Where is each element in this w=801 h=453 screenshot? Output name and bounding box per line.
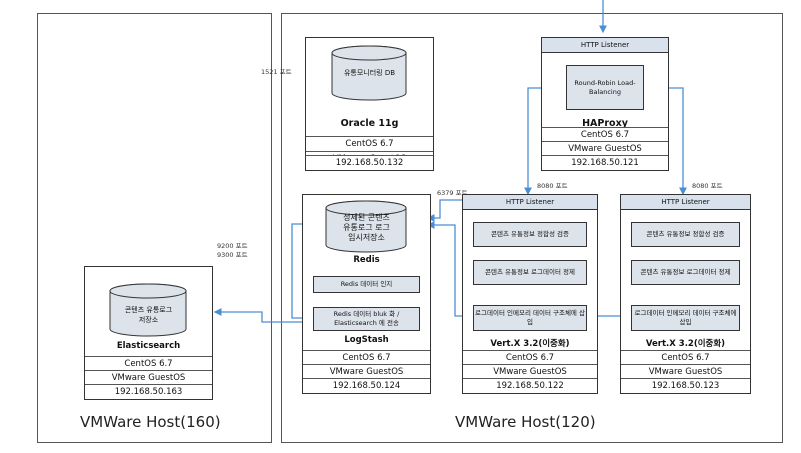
elastic-port-9200: 9200 포트	[217, 242, 248, 250]
haproxy-balancer-box: Round-Robin Load-Balancing	[566, 65, 644, 110]
logstash-title: LogStash	[344, 335, 389, 345]
redis-db-line1: 정제된 콘텐츠	[343, 213, 390, 222]
vertx1-http-listener: HTTP Listener	[463, 195, 597, 210]
oracle-port-label: 1521 포트	[261, 68, 292, 76]
redis-step-bulk: Redis 데이터 bluk 화 / Elasticsearch 에 전송	[313, 307, 420, 331]
vertx2-title: Vert.X 3.2(이중화)	[645, 339, 726, 349]
storage-database-icon	[109, 283, 187, 337]
arrow-logstash-to-elastic	[213, 308, 312, 323]
vertx2-ip: 192.168.50.123	[621, 378, 750, 393]
vertx2-guest: VMware GuestOS	[621, 364, 750, 379]
elastic-guest: VMware GuestOS	[85, 370, 212, 385]
vertx1-step-refine: 콘텐츠 유통정보 로그데이터 정제	[473, 260, 587, 285]
vertx2-node: HTTP Listener 콘텐츠 유통정보 정합성 검증 콘텐츠 유통정보 로…	[620, 194, 751, 394]
redis-port-label: 6379 포트	[437, 189, 468, 197]
vertx2-port-label: 8080 포트	[692, 182, 723, 190]
vertx2-os: CentOS 6.7	[621, 350, 750, 365]
haproxy-title: HAProxy	[582, 118, 628, 129]
vertx1-port-label: 8080 포트	[537, 182, 568, 190]
oracle-title: Oracle 11g	[340, 118, 399, 129]
redis-db-line3: 임시저장소	[348, 233, 385, 242]
vertx1-guest: VMware GuestOS	[463, 364, 597, 379]
elastic-port-9300: 9300 포트	[217, 251, 248, 259]
host-160-label: VMWare Host(160)	[80, 413, 221, 431]
elastic-os: CentOS 6.7	[85, 356, 212, 371]
haproxy-os: CentOS 6.7	[542, 127, 668, 142]
vertx1-step-insert: 로그데이터 인메모리 데이터 구조체에 삽입	[473, 305, 587, 331]
elasticsearch-node: 콘텐츠 유통로그 저장소 Elasticsearch CentOS 6.7 VM…	[84, 266, 213, 400]
vertx1-node: HTTP Listener 콘텐츠 유통정보 정합성 검증 콘텐츠 유통정보 로…	[462, 194, 598, 394]
vertx2-step-refine: 콘텐츠 유통정보 로그데이터 정제	[631, 260, 740, 285]
oracle-os: CentOS 6.7	[306, 136, 433, 151]
haproxy-ip: 192.168.50.121	[542, 155, 668, 170]
vertx2-step-validate: 콘텐츠 유통정보 정합성 검증	[631, 222, 740, 247]
redis-db-line2: 유통로그 로그	[343, 223, 390, 232]
haproxy-guest: VMware GuestOS	[542, 141, 668, 156]
database-icon	[331, 45, 407, 101]
elastic-ip: 192.168.50.163	[85, 384, 212, 399]
oracle-db-label: 유통모니터링 DB	[343, 69, 396, 77]
cache-database-icon	[325, 200, 407, 253]
haproxy-http-listener: HTTP Listener	[542, 38, 668, 53]
oracle-node: 유통모니터링 DB Oracle 11g CentOS 6.7 VMware G…	[305, 37, 434, 171]
elastic-db-line1: 콘텐츠 유통로그	[124, 306, 173, 314]
vertx1-ip: 192.168.50.122	[463, 378, 597, 393]
host-120-label: VMWare Host(120)	[455, 413, 596, 431]
redis-title: Redis	[353, 255, 380, 265]
vertx1-title: Vert.X 3.2(이중화)	[490, 339, 570, 349]
vertx2-step-insert: 로그데이터 인메모리 데이터 구조체에 삽입	[631, 305, 740, 331]
redis-step-detect: Redis 데이터 인지	[313, 276, 420, 293]
haproxy-node: HTTP Listener Round-Robin Load-Balancing…	[541, 37, 669, 171]
vertx2-http-listener: HTTP Listener	[621, 195, 750, 210]
oracle-ip-row: 192.168.50.132	[305, 155, 434, 171]
elastic-db-line2: 저장소	[138, 316, 159, 324]
redis-logstash-node: 정제된 콘텐츠 유통로그 로그 임시저장소 Redis Redis 데이터 인지…	[302, 194, 431, 394]
logstash-os: CentOS 6.7	[303, 350, 430, 365]
logstash-guest: VMware GuestOS	[303, 364, 430, 379]
vertx1-os: CentOS 6.7	[463, 350, 597, 365]
elastic-title: Elasticsearch	[116, 341, 181, 351]
logstash-ip: 192.168.50.124	[303, 378, 430, 393]
vertx1-step-validate: 콘텐츠 유통정보 정합성 검증	[473, 222, 587, 247]
oracle-ip-text: 192.168.50.132	[335, 158, 404, 168]
